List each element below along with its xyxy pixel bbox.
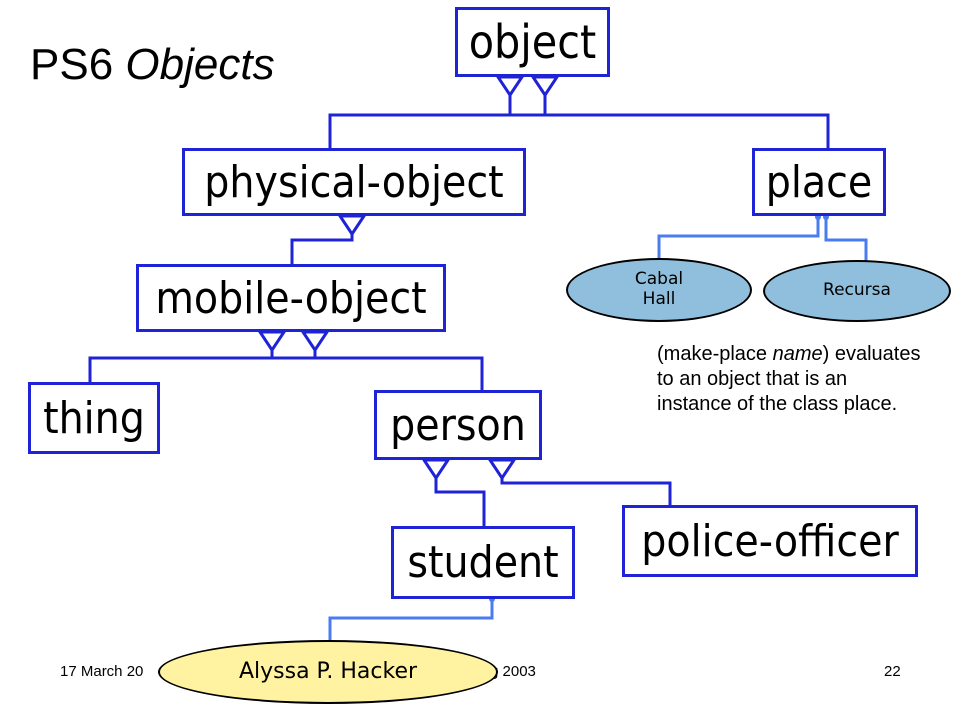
inheritance-arrow-person-2 xyxy=(487,458,517,481)
slide-title: PS6 Objects xyxy=(30,40,275,90)
note-prefix: (make-place xyxy=(657,343,773,365)
inheritance-arrow-mobile-1 xyxy=(257,330,287,353)
class-student: student xyxy=(391,526,575,599)
instance-cabal-hall-label: Cabal Hall xyxy=(634,269,684,309)
instance-recursa: Recursa xyxy=(763,260,951,322)
class-police-officer: police-officer xyxy=(622,505,918,577)
instance-line-alyssa xyxy=(328,599,494,640)
inheritance-arrow-object-1 xyxy=(495,75,525,98)
class-place-label: place xyxy=(765,156,873,208)
inheritance-line-physical-object xyxy=(290,234,354,265)
instance-cabal-hall: Cabal Hall xyxy=(566,258,752,322)
inheritance-line-person-student xyxy=(434,476,486,528)
instance-line-recursa xyxy=(824,218,868,262)
note-suffix: ) evaluates to an object that is an inst… xyxy=(657,343,921,415)
class-mobile-object-label: mobile-object xyxy=(155,272,427,324)
class-person: person xyxy=(374,390,542,460)
footer-center: g 2003 xyxy=(490,663,536,680)
class-physical-object: physical-object xyxy=(182,148,526,216)
instance-line-cabal-hall xyxy=(657,218,820,262)
class-thing: thing xyxy=(28,382,160,454)
instance-alyssa-label: Alyssa P. Hacker xyxy=(238,659,418,685)
make-place-note: (make-place name) evaluates to an object… xyxy=(657,342,927,417)
class-person-label: person xyxy=(390,399,526,451)
footer-date: 17 March 20 xyxy=(60,663,144,680)
class-object: object xyxy=(455,7,610,77)
inheritance-arrow-mobile-2 xyxy=(300,330,330,353)
class-object-label: object xyxy=(468,15,597,69)
note-arg: name xyxy=(772,343,823,365)
class-mobile-object: mobile-object xyxy=(136,264,446,332)
instance-alyssa-p-hacker: Alyssa P. Hacker xyxy=(158,640,498,704)
instance-recursa-label: Recursa xyxy=(823,280,891,301)
inheritance-line-person-police xyxy=(500,476,672,506)
class-physical-object-label: physical-object xyxy=(204,156,504,208)
inheritance-line-object xyxy=(328,113,830,150)
inheritance-arrow-object-2 xyxy=(530,75,560,98)
inheritance-arrow-physical-object xyxy=(337,214,367,237)
inheritance-arrow-person-1 xyxy=(421,458,451,481)
inheritance-line-mobile-object xyxy=(88,356,484,392)
slide-title-main: PS6 xyxy=(30,40,114,89)
class-thing-label: thing xyxy=(43,392,145,444)
footer-page-number: 22 xyxy=(884,663,901,680)
class-police-officer-label: police-officer xyxy=(641,515,899,567)
slide-title-emphasis: Objects xyxy=(125,40,275,89)
class-student-label: student xyxy=(407,537,559,588)
class-place: place xyxy=(752,148,886,216)
